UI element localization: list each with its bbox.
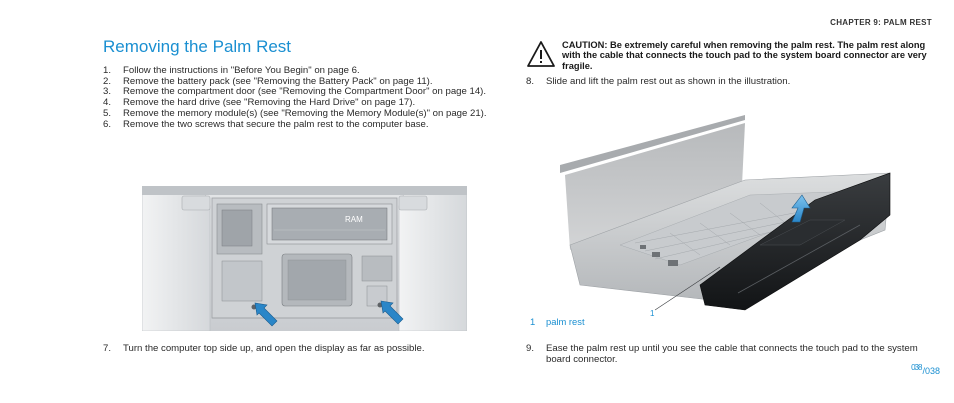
list-item: 3. Remove the compartment door (see "Rem… xyxy=(103,87,508,98)
step-text: Remove the memory module(s) (see "Removi… xyxy=(123,107,487,119)
step-number: 7. xyxy=(103,343,112,354)
step-text: Remove the hard drive (see "Removing the… xyxy=(123,97,416,109)
step-number: 9. xyxy=(526,343,535,354)
arrow-screw-right xyxy=(380,300,404,325)
step-text: Slide and lift the palm rest out as show… xyxy=(546,76,791,87)
arrow-screw-left xyxy=(254,302,278,327)
chapter-header: CHAPTER 9: PALM REST xyxy=(830,18,932,27)
callout-legend: 1 palm rest xyxy=(530,316,585,327)
page-title: Removing the Palm Rest xyxy=(103,37,292,56)
list-item: 5. Remove the memory module(s) (see "Rem… xyxy=(103,107,508,120)
list-item: 7. Turn the computer top side up, and op… xyxy=(103,343,508,355)
step-text: Remove the battery pack (see "Removing t… xyxy=(123,75,433,87)
lift-arrow xyxy=(791,194,811,223)
step-text: Remove the compartment door (see "Removi… xyxy=(123,86,487,98)
step-number: 4. xyxy=(103,97,112,109)
list-item: 9. Ease the palm rest up until you see t… xyxy=(526,343,936,365)
callout-legend-text: palm rest xyxy=(546,316,585,327)
step-text: Ease the palm rest up until you see the … xyxy=(546,343,918,365)
step-text: Remove the two screws that secure the pa… xyxy=(123,118,429,130)
callout-number: 1 xyxy=(650,309,655,318)
list-item: 1. Follow the instructions in "Before Yo… xyxy=(103,65,508,77)
page-number-text: /038 xyxy=(922,366,940,376)
step-number: 6. xyxy=(103,118,112,130)
step-text: Follow the instructions in "Before You B… xyxy=(123,65,360,76)
ram-label: RAM xyxy=(345,215,363,224)
list-item: 8. Slide and lift the palm rest out as s… xyxy=(526,76,936,88)
step-number: 5. xyxy=(103,107,112,119)
touch-pad xyxy=(759,219,846,246)
step-number: 3. xyxy=(103,86,112,98)
list-item: 4. Remove the hard drive (see "Removing … xyxy=(103,97,508,109)
page-number: 038 /038 xyxy=(911,363,940,376)
warning-icon xyxy=(527,41,555,67)
step-number: 8. xyxy=(526,76,535,87)
callout-legend-number: 1 xyxy=(530,316,536,327)
step-text: Turn the computer top side up, and open … xyxy=(123,343,425,354)
step-number: 2. xyxy=(103,75,112,87)
step-number: 1. xyxy=(103,65,112,76)
caution-text: CAUTION: Be extremely careful when remov… xyxy=(562,40,927,71)
list-item: 2. Remove the battery pack (see "Removin… xyxy=(103,75,508,88)
computer-base-illustration: RAM xyxy=(142,186,467,331)
laptop-palm-rest-illustration xyxy=(560,115,891,311)
page-number-alien-glyph: 038 xyxy=(911,363,922,372)
steps-list: 1. Follow the instructions in "Before Yo… xyxy=(103,65,508,131)
caution-box: CAUTION: Be extremely careful when remov… xyxy=(526,40,936,71)
list-item: 6. Remove the two screws that secure the… xyxy=(103,118,508,131)
